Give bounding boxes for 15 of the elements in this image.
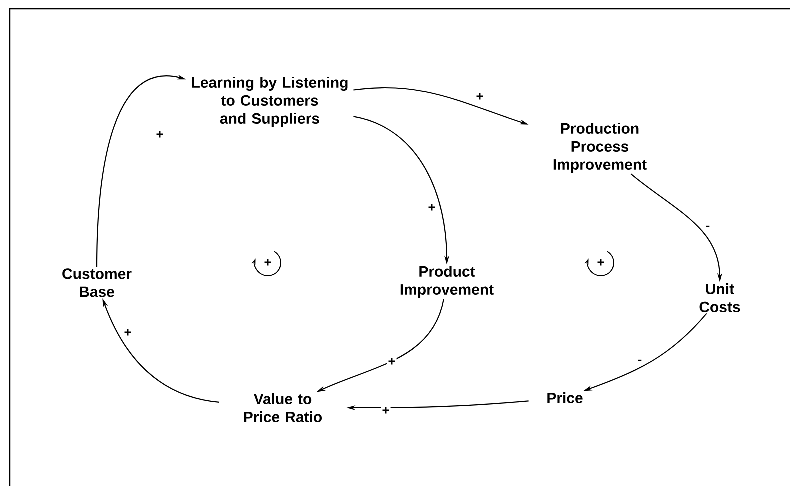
- polarity-sign: +: [427, 203, 437, 213]
- variable-label: Production Process Improvement: [554, 123, 647, 173]
- polarity-sign: -: [636, 358, 644, 366]
- polarity-sign: +: [155, 130, 165, 140]
- variable-label: Product Improvement: [400, 266, 494, 298]
- polarity-sign: +: [123, 328, 133, 338]
- variable-label: Price: [548, 392, 583, 404]
- polarity-sign: +: [381, 406, 391, 416]
- polarity-sign: +: [475, 92, 485, 102]
- variable-label: Unit Costs: [700, 283, 740, 312]
- polarity-sign: +: [387, 357, 397, 367]
- polarity-sign: -: [704, 224, 712, 232]
- variable-label: Learning by Listening to Customers and Suppliers: [192, 77, 348, 127]
- variable-label: Customer Base: [62, 268, 132, 298]
- variable-label: Value to Price Ratio: [244, 393, 322, 422]
